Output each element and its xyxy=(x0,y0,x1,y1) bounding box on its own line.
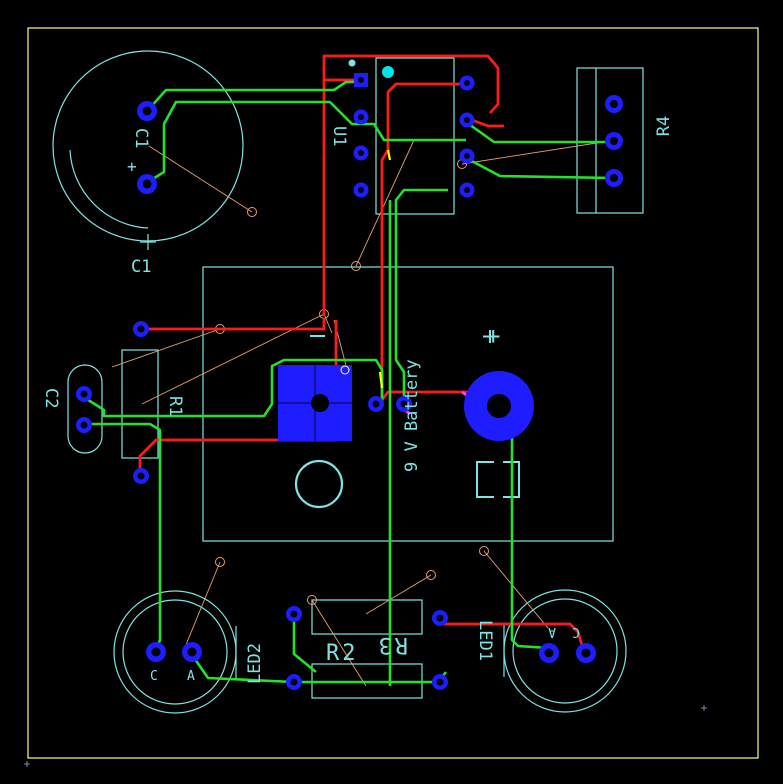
r2-reference: R2 xyxy=(326,641,359,666)
u1-reference: U1 xyxy=(329,126,349,146)
led2-pin-a: A xyxy=(187,669,195,684)
r4-outline xyxy=(576,67,644,214)
u1-outline xyxy=(375,57,455,215)
led1-pin-c: C xyxy=(572,624,580,639)
r3-reference: R3 xyxy=(376,632,409,657)
r1-reference: R1 xyxy=(165,396,185,416)
c1-plus-label: + xyxy=(127,157,137,176)
battery-outline xyxy=(202,266,614,542)
r2-outline xyxy=(311,599,423,635)
ratsnest-layer xyxy=(111,139,617,687)
r4-reference: R4 xyxy=(654,116,674,136)
pads-layer xyxy=(76,59,623,690)
c1-reference: C1 xyxy=(131,257,151,277)
battery-label: 9 V Battery xyxy=(402,359,422,472)
led1-reference: LED1 xyxy=(475,620,495,661)
c1-mirrored-label: C1 xyxy=(131,128,151,148)
battery-plus-label: + xyxy=(486,322,500,350)
top-copper-layer xyxy=(138,54,586,653)
led2-pin-c: C xyxy=(150,669,158,684)
led2-reference: LED2 xyxy=(245,643,265,684)
silkscreen-layer xyxy=(52,50,644,714)
u1-pin1-marker xyxy=(382,66,394,78)
board-outline xyxy=(27,27,759,759)
led1-pin-a: A xyxy=(548,624,556,639)
c2-reference: C2 xyxy=(41,388,61,408)
